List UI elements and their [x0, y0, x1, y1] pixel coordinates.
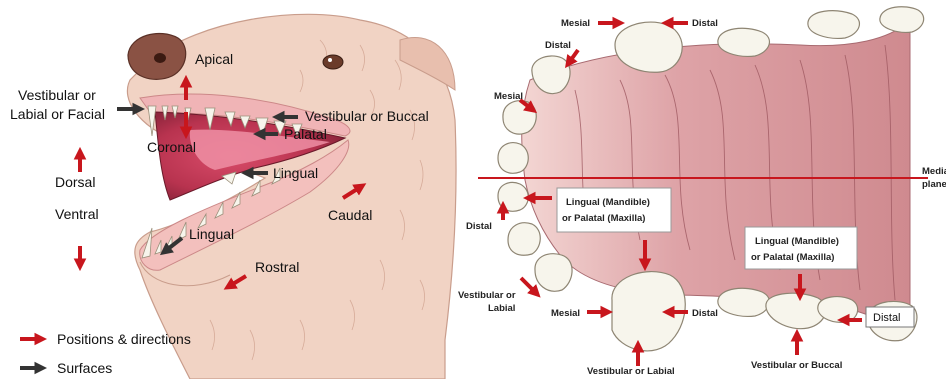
label-lingual-upper: Lingual: [273, 165, 318, 181]
label-labial-side: Labial: [488, 303, 515, 314]
tooth-premolar-1: [718, 28, 770, 56]
label-distal-bottom-mid: Distal: [692, 308, 718, 319]
label-box1-line1: Lingual (Mandible): [566, 197, 650, 208]
label-mesial-bottom: Mesial: [551, 308, 580, 319]
lingual-palatal-box-1: [557, 188, 671, 232]
label-vestibular-or-side: Vestibular or: [458, 290, 516, 301]
label-mesial-left: Mesial: [494, 91, 523, 102]
arrow-distal-upper-left: [568, 50, 578, 64]
label-distal-upper-left: Distal: [545, 40, 571, 51]
tooth-incisor-3-lower: [535, 254, 572, 292]
arrow-vestibular-labial-side: [521, 278, 537, 294]
tooth-premolar-2: [808, 11, 860, 39]
label-caudal: Caudal: [328, 207, 372, 223]
legend: Positions & directions Surfaces: [20, 331, 191, 376]
label-medial: Medial: [922, 166, 946, 177]
tooth-premolar-lower-b: [766, 293, 826, 328]
label-box1-line2: or Palatal (Maxilla): [562, 213, 645, 224]
label-apical: Apical: [195, 51, 233, 67]
label-plane: plane: [922, 179, 946, 190]
tooth-incisor-2-lower: [508, 223, 540, 255]
label-dorsal: Dorsal: [55, 174, 95, 190]
oral-cavity-illustration: [478, 7, 928, 351]
palate-surface: [522, 20, 910, 330]
label-ventral: Ventral: [55, 206, 99, 222]
label-box2-line2: or Palatal (Maxilla): [751, 252, 834, 263]
label-box2-line1: Lingual (Mandible): [755, 236, 839, 247]
label-mesial-top: Mesial: [561, 18, 590, 29]
label-lingual-lower: Lingual: [189, 226, 234, 242]
label-vestibular-or: Vestibular or: [18, 87, 96, 103]
tooth-premolar-lower-a: [718, 288, 770, 316]
tooth-premolar-3: [880, 7, 924, 33]
label-vestibular-buccal: Vestibular or Buccal: [305, 108, 429, 124]
dog-eye: [323, 55, 343, 69]
label-distal-top: Distal: [692, 18, 718, 29]
label-distal-box: Distal: [873, 312, 901, 324]
label-palatal: Palatal: [284, 126, 327, 142]
legend-positions-directions: Positions & directions: [57, 331, 191, 347]
label-rostral: Rostral: [255, 259, 299, 275]
legend-surfaces: Surfaces: [57, 360, 112, 376]
dog-head-illustration: [127, 14, 456, 379]
tooth-incisor-1: [498, 143, 528, 174]
label-vestibular-labial-bottom: Vestibular or Labial: [587, 366, 675, 377]
label-distal-left-lower: Distal: [466, 221, 492, 232]
label-labial-or-facial: Labial or Facial: [10, 106, 105, 122]
label-coronal: Coronal: [147, 139, 196, 155]
label-vestibular-buccal-bottom: Vestibular or Buccal: [751, 360, 842, 371]
tooth-incisor-2: [503, 101, 536, 134]
